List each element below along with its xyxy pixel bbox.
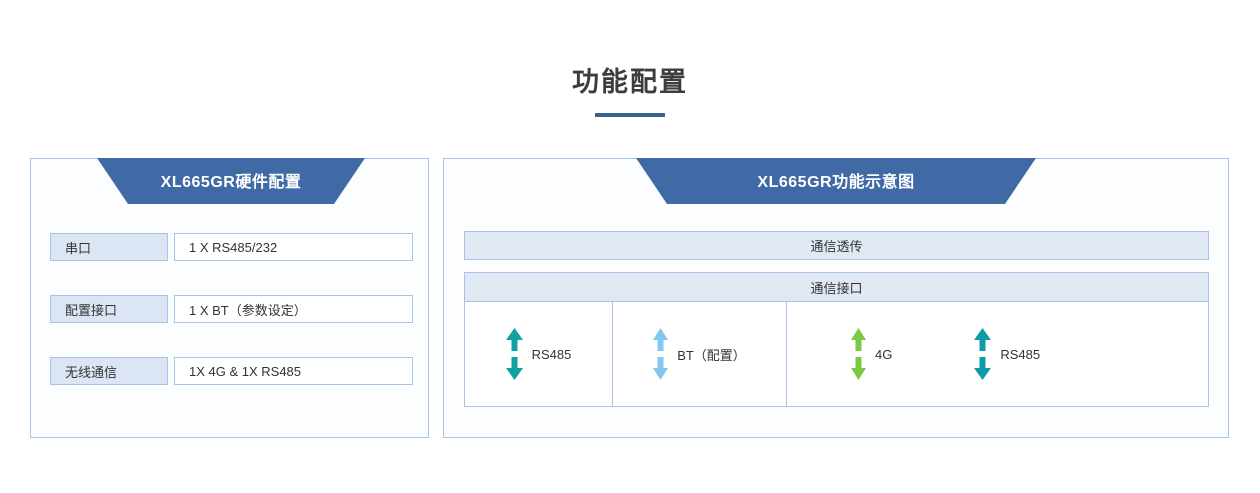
double-arrow-icon [505,328,523,380]
table-row: 无线通信 1X 4G & 1X RS485 [50,357,413,385]
page-title: 功能配置 [572,67,688,97]
function-diagram-panel: XL665GR功能示意图 通信透传 通信接口 RS485 [443,158,1229,438]
spec-label: 无线通信 [50,357,168,385]
interface-cell-bt: BT（配置） [613,302,787,406]
connection-bt: BT（配置） [653,328,746,380]
connection-rs485: RS485 [505,328,572,380]
title-block: 功能配置 [0,64,1260,117]
connection-label: RS485 [531,346,572,362]
hardware-spec-list: 串口 1 X RS485/232 配置接口 1 X BT（参数设定） 无线通信 … [50,233,413,385]
bar-transparent-transmission: 通信透传 [464,231,1209,260]
hardware-config-panel: XL665GR硬件配置 串口 1 X RS485/232 配置接口 1 X BT… [30,158,429,438]
connection-label: RS485 [1000,346,1041,362]
table-row: 串口 1 X RS485/232 [50,233,413,261]
connection-rs485-wireless: RS485 [974,328,1040,380]
bar-communication-interface: 通信接口 [464,272,1209,301]
double-arrow-icon [974,328,992,380]
function-diagram: 通信透传 通信接口 RS485 [464,231,1209,407]
table-row: 配置接口 1 X BT（参数设定） [50,295,413,323]
double-arrow-icon [653,328,669,380]
hardware-config-banner: XL665GR硬件配置 [97,158,365,204]
connection-4g: 4G [851,328,892,380]
spec-value: 1 X BT（参数设定） [174,295,413,323]
title-underline [595,113,665,117]
spec-value: 1X 4G & 1X RS485 [174,357,413,385]
spec-label: 串口 [50,233,168,261]
spec-label: 配置接口 [50,295,168,323]
interface-cell-wireless: 4G RS485 [787,302,1208,406]
connection-label: BT（配置） [677,347,746,363]
double-arrow-icon [851,328,866,380]
function-diagram-banner: XL665GR功能示意图 [636,158,1036,204]
interface-grid: RS485 BT（配置） [464,301,1209,407]
interface-cell-rs485: RS485 [465,302,613,406]
connection-label: 4G [875,346,893,362]
spec-value: 1 X RS485/232 [174,233,413,261]
